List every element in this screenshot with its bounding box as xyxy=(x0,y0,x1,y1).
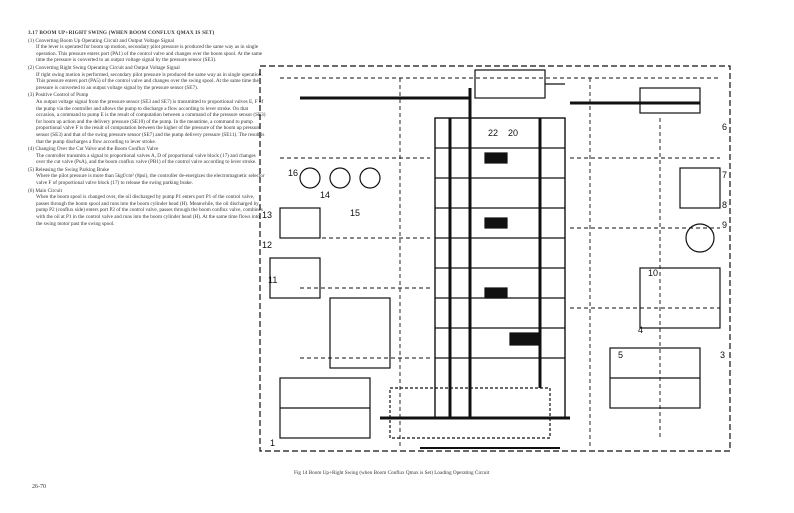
section-number: (1) xyxy=(28,37,35,44)
label: 1 xyxy=(270,438,275,448)
section-title: Main Circuit xyxy=(35,187,63,194)
circuit-frame xyxy=(259,65,731,452)
label: 14 xyxy=(320,190,330,200)
figure-caption: Fig 14 Boom Up+Right Swing (when Boom Co… xyxy=(294,470,490,476)
section-number: (2) xyxy=(28,64,35,71)
section-body: The controller transmits a signal to pro… xyxy=(36,152,257,166)
section-body: An output voltage signal from the pressu… xyxy=(36,98,266,145)
swing-motor xyxy=(685,223,715,253)
label: 3 xyxy=(720,350,725,360)
section-title: Releasing the Swing Parking Brake xyxy=(35,166,110,173)
label: 16 xyxy=(288,168,298,178)
label: 11 xyxy=(268,275,277,285)
label: 15 xyxy=(350,208,360,218)
section-number: (3) xyxy=(28,92,35,99)
section-6: (6) Main Circuit When the boom spool is … xyxy=(28,188,266,228)
pump-symbol xyxy=(299,167,321,189)
label: 7 xyxy=(722,170,727,180)
text-column: 3.17 BOOM UP+RIGHT SWING (WHEN BOOM CONF… xyxy=(28,30,266,228)
section-title: Converting Boom Up Operating Circuit and… xyxy=(35,37,175,44)
label: 13 xyxy=(262,210,272,220)
section-number: (4) xyxy=(28,146,35,153)
section-number: (5) xyxy=(28,166,35,173)
section-heading: 3.17 BOOM UP+RIGHT SWING (WHEN BOOM CONF… xyxy=(28,30,215,36)
section-title: Positive Control of Pump xyxy=(35,92,89,99)
section-1: (1) Converting Boom Up Operating Circuit… xyxy=(28,38,266,64)
hydraulic-circuit-diagram: 16 14 13 12 15 11 22 20 6 7 8 9 10 5 4 3… xyxy=(259,65,731,452)
section-body: If right swing motion is performed, seco… xyxy=(36,71,263,91)
label: 10 xyxy=(648,268,658,278)
section-4: (4) Changing Over the Cut Valve and the … xyxy=(28,146,266,166)
label: 12 xyxy=(262,240,272,250)
section-2: (2) Converting Right Swing Operating Cir… xyxy=(28,65,266,91)
section-title: Changing Over the Cut Valve and the Boom… xyxy=(35,146,159,153)
proportional-valve-block xyxy=(639,267,721,329)
boom-cylinder xyxy=(474,69,546,99)
label: 5 xyxy=(618,350,623,360)
section-5: (5) Releasing the Swing Parking Brake Wh… xyxy=(28,167,266,187)
label: 4 xyxy=(638,325,643,335)
label: 9 xyxy=(722,220,727,230)
section-number: (6) xyxy=(28,187,35,194)
section-3: (3) Positive Control of Pump An output v… xyxy=(28,92,266,145)
label: 6 xyxy=(722,122,727,132)
label: 8 xyxy=(722,200,727,210)
section-body: Where the pilot pressure is more than 5k… xyxy=(36,173,265,187)
section-body: When the boom spool is changed over, the… xyxy=(36,194,263,227)
label: 22 xyxy=(488,128,498,138)
page-number: 26-70 xyxy=(32,484,46,490)
label: 20 xyxy=(508,128,518,138)
component-labels: 16 14 13 12 15 11 22 20 6 7 8 9 10 5 4 3… xyxy=(262,122,727,448)
section-title: Converting Right Swing Operating Circuit… xyxy=(35,64,180,71)
section-body: If the lever is operated for boom up mot… xyxy=(36,44,263,64)
remote-control-valve xyxy=(329,297,391,369)
